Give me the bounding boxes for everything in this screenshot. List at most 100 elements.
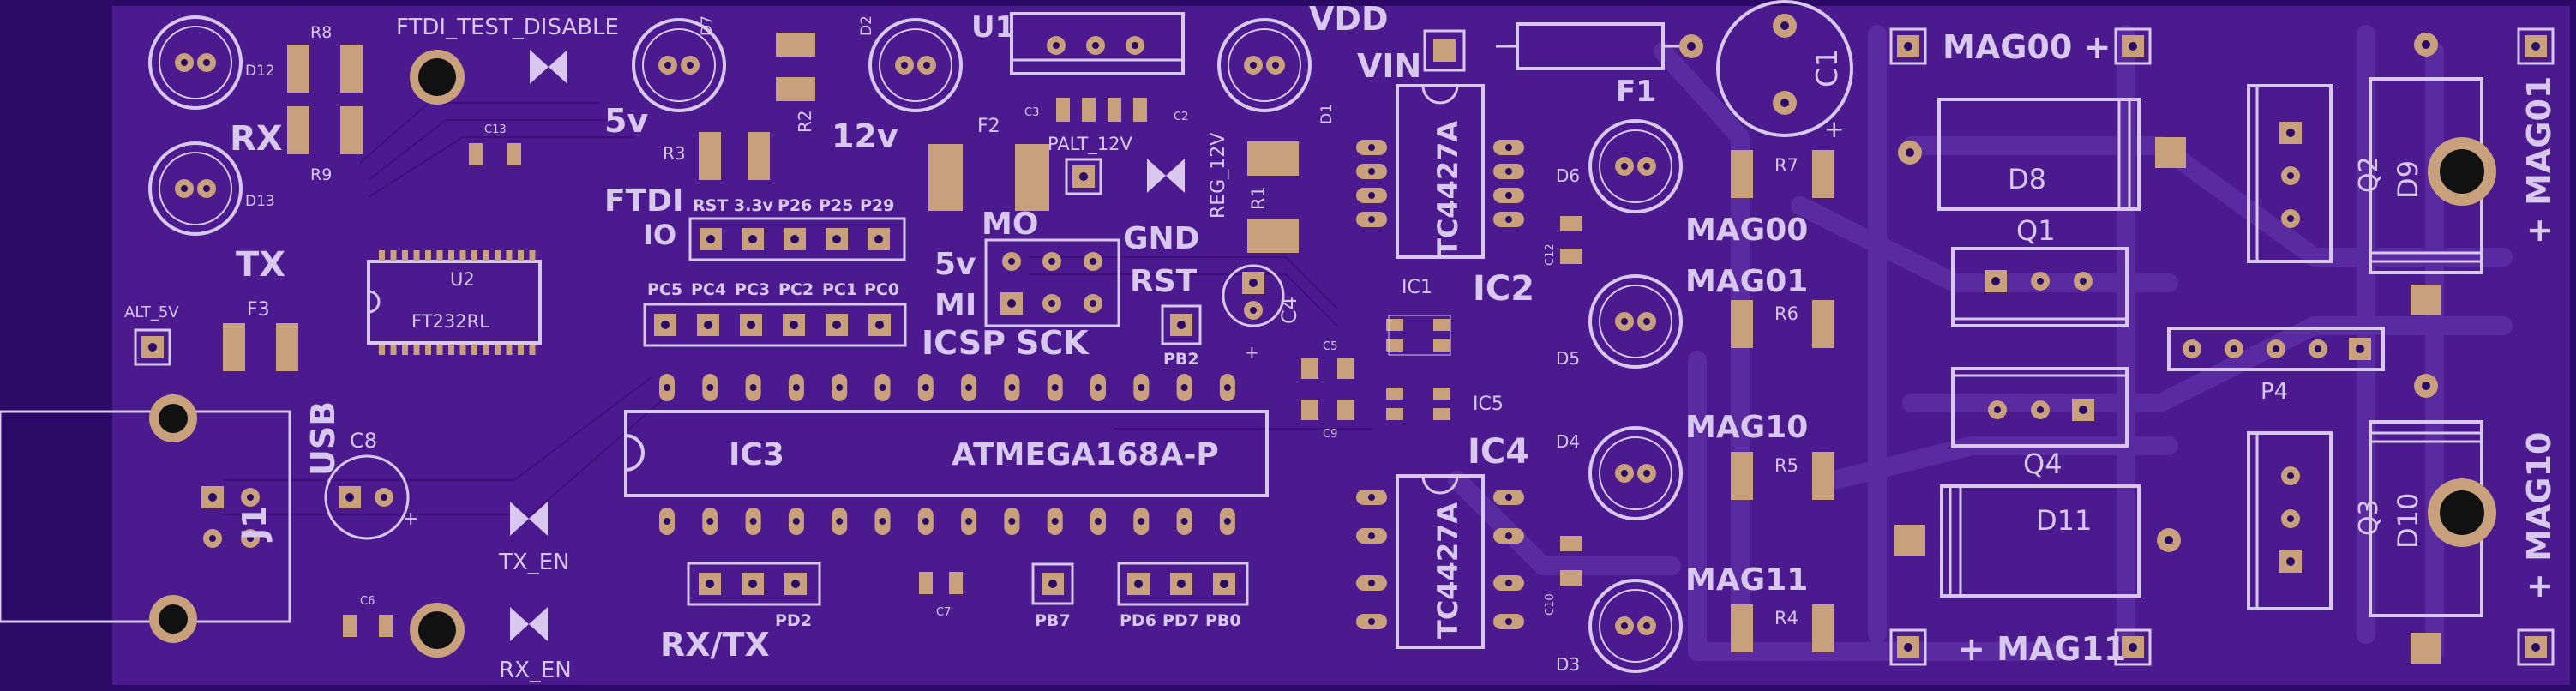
- resistor-r8-pads: [287, 45, 309, 93]
- usb-label: USB: [304, 401, 342, 476]
- svg-text:FT232RL: FT232RL: [411, 311, 489, 332]
- 5v-label: 5v: [604, 102, 648, 140]
- chip-ic4-tc4427a: [1396, 474, 1485, 649]
- rxtx-label: RX/TX: [660, 626, 770, 664]
- tx-label: TX: [236, 245, 285, 285]
- svg-text:PD7: PD7: [1162, 611, 1199, 630]
- header-ftdi: [688, 217, 906, 261]
- svg-text:TX_EN: TX_EN: [498, 550, 570, 575]
- svg-text:F2: F2: [977, 116, 1000, 137]
- svg-text:5v: 5v: [934, 247, 976, 282]
- transistor-q1: [1951, 247, 2129, 327]
- svg-text:D3: D3: [1556, 654, 1580, 675]
- svg-text:D2: D2: [858, 15, 875, 36]
- header-icsp: [984, 238, 1120, 327]
- svg-text:C4: C4: [1277, 297, 1301, 324]
- ftdi-test-disable-label: FTDI_TEST_DISABLE: [396, 15, 619, 40]
- svg-text:R8: R8: [310, 23, 332, 42]
- svg-text:MI: MI: [934, 288, 976, 323]
- svg-text:PB0: PB0: [1205, 611, 1241, 630]
- svg-text:PD2: PD2: [775, 611, 812, 630]
- svg-text:RST 3.3v: RST 3.3v: [693, 196, 774, 215]
- header-pc: [643, 303, 907, 347]
- svg-text:D9: D9: [2392, 160, 2424, 199]
- svg-text:C5: C5: [1323, 340, 1337, 353]
- copper-traces: [1448, 25, 2513, 661]
- mag10-plus-label: + MAG10: [2520, 432, 2558, 600]
- svg-text:R5: R5: [1774, 455, 1798, 476]
- regulator-u1: [1010, 12, 1185, 75]
- mag11-plus-label: + MAG11: [1958, 630, 2126, 668]
- svg-text:C10: C10: [1544, 593, 1557, 616]
- svg-text:IC5: IC5: [1473, 394, 1504, 415]
- mag01-plus-label: + MAG01: [2520, 76, 2558, 244]
- svg-text:PALT_12V: PALT_12V: [1048, 134, 1133, 155]
- svg-text:C7: C7: [936, 606, 951, 619]
- diode-d8: [1937, 98, 2141, 211]
- diode-d11: [1940, 484, 2141, 598]
- svg-text:GND: GND: [1123, 221, 1200, 256]
- svg-text:IC4: IC4: [1468, 432, 1529, 472]
- svg-text:PC5: PC5: [647, 280, 682, 299]
- svg-text:D7: D7: [699, 15, 716, 36]
- 12v-label: 12v: [832, 117, 898, 155]
- svg-text:Q4: Q4: [2023, 448, 2063, 480]
- svg-text:U2: U2: [450, 269, 475, 290]
- svg-text:IC1: IC1: [1402, 277, 1432, 298]
- chip-ic3-atmega168a: [624, 410, 1269, 497]
- svg-text:IO: IO: [643, 219, 676, 251]
- chip-ic2-tc4427a: [1396, 84, 1485, 259]
- header-pd2: [687, 562, 821, 606]
- ftdi-label: FTDI: [604, 183, 683, 219]
- reset-button: [410, 603, 465, 658]
- svg-text:C13: C13: [484, 123, 507, 136]
- capacitor-c1: [1716, 0, 1853, 137]
- ftdi-test-button: [410, 50, 465, 105]
- svg-text:TC4427A: TC4427A: [1432, 502, 1464, 639]
- svg-text:R4: R4: [1774, 608, 1798, 628]
- svg-text:R2: R2: [795, 110, 815, 133]
- svg-text:MAG00: MAG00: [1685, 213, 1808, 248]
- svg-text:D4: D4: [1556, 431, 1580, 452]
- svg-text:PD6: PD6: [1120, 611, 1156, 630]
- svg-text:REG_12V: REG_12V: [1208, 133, 1229, 219]
- svg-text:P4: P4: [2261, 379, 2288, 405]
- svg-text:PC2: PC2: [778, 280, 814, 299]
- vdd-label: VDD: [1309, 0, 1389, 38]
- resistor-r9-pads: [287, 106, 309, 154]
- rx-label: RX: [230, 119, 283, 159]
- svg-text:PC0: PC0: [864, 280, 899, 299]
- svg-text:+: +: [1245, 342, 1259, 363]
- svg-text:PC1: PC1: [822, 280, 857, 299]
- svg-text:R9: R9: [310, 165, 332, 184]
- svg-text:TC4427A: TC4427A: [1432, 121, 1464, 257]
- svg-text:ICSP: ICSP: [922, 324, 1006, 362]
- header-p4: [2167, 327, 2385, 371]
- chip-u2-ft232rl: [367, 260, 542, 345]
- usb-connector-j1: [0, 394, 291, 643]
- svg-text:R7: R7: [1774, 155, 1798, 176]
- svg-text:PC3: PC3: [735, 280, 770, 299]
- svg-text:C6: C6: [360, 595, 375, 608]
- svg-text:J1: J1: [236, 505, 273, 543]
- svg-text:R1: R1: [1248, 186, 1269, 210]
- svg-text:R6: R6: [1774, 303, 1798, 324]
- svg-text:D6: D6: [1556, 165, 1580, 186]
- svg-text:C1: C1: [1810, 49, 1845, 87]
- svg-text:MAG11: MAG11: [1685, 562, 1808, 598]
- svg-text:D13: D13: [245, 193, 275, 210]
- mag00-plus-label: MAG00 +: [1943, 28, 2111, 66]
- transistor-q4: [1951, 367, 2129, 448]
- svg-text:RST: RST: [1130, 264, 1198, 299]
- svg-text:PB7: PB7: [1035, 611, 1071, 630]
- svg-text:ALT_5V: ALT_5V: [124, 303, 179, 321]
- svg-text:P25: P25: [819, 196, 853, 215]
- svg-text:C9: C9: [1323, 428, 1337, 441]
- svg-text:PB2: PB2: [1163, 350, 1199, 369]
- svg-text:D11: D11: [2036, 504, 2092, 537]
- svg-text:P29: P29: [860, 196, 894, 215]
- transistor-q3: [2247, 431, 2333, 610]
- header-pd6-pb0: [1117, 562, 1249, 606]
- svg-text:ATMEGA168A-P: ATMEGA168A-P: [952, 437, 1219, 472]
- svg-text:MO: MO: [982, 207, 1038, 242]
